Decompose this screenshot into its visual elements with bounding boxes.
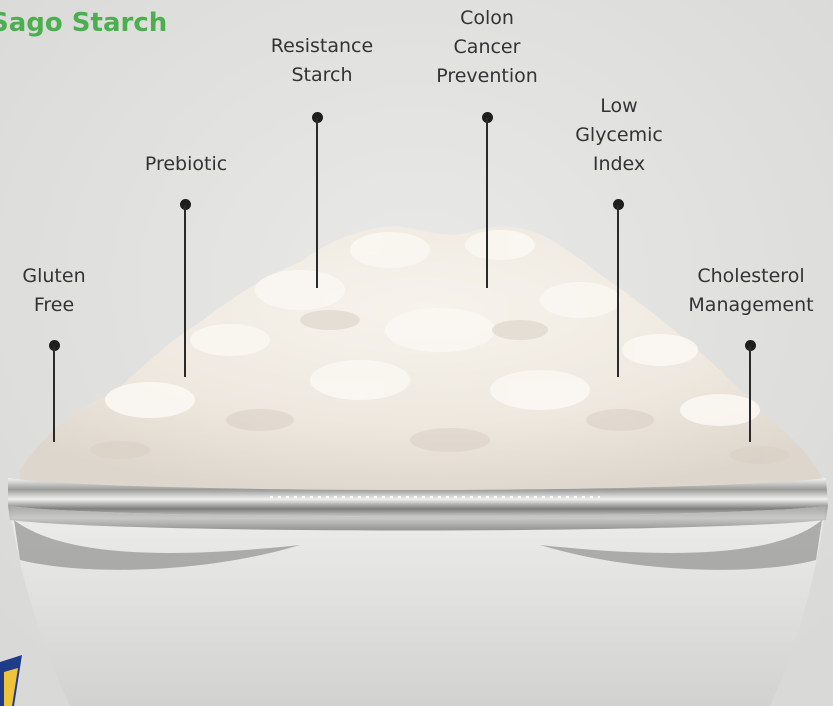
callout-dot-cholesterol-management [745,340,756,351]
callout-dot-resistance-starch [312,112,323,123]
callout-label-low-glycemic-index: Low Glycemic Index [575,95,663,175]
callout-label-prebiotic: Prebiotic [144,153,228,175]
callout-line-prebiotic [184,205,186,377]
callout-line-cholesterol-management [749,346,751,442]
callout-label-gluten-free: Gluten Free [22,265,86,316]
callout-line-resistance-starch [316,118,318,288]
callout-label-cholesterol-management: Cholesterol Management [688,265,814,316]
callout-dot-gluten-free [49,340,60,351]
callout-dot-colon-cancer-prevention [482,112,493,123]
callout-line-low-glycemic-index [617,205,619,377]
callout-line-gluten-free [53,346,55,442]
callout-label-resistance-starch: Resistance Starch [270,35,374,86]
callout-label-colon-cancer-prevention: Colon Cancer Prevention [436,7,538,87]
callout-line-colon-cancer-prevention [486,118,488,288]
callout-dot-low-glycemic-index [613,199,624,210]
page-title: Sago Starch [0,8,168,38]
callout-dot-prebiotic [180,199,191,210]
